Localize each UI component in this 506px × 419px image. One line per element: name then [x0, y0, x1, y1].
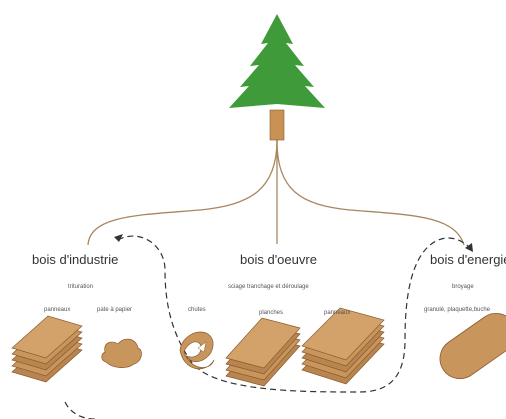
- category-title-energie: bois d'energie: [430, 252, 506, 267]
- arrowhead-energie: [465, 243, 473, 252]
- product-label-planches: planches: [259, 310, 284, 316]
- process-label-industrie: trituration: [68, 284, 94, 290]
- tree-foliage: [229, 14, 325, 108]
- product-label-granule: granulé, plaquette,buche: [424, 307, 491, 313]
- product-label-chutes: chutes: [188, 307, 206, 313]
- plank-stack-icon: [11, 315, 83, 383]
- pulp-icon: [101, 338, 142, 368]
- log-icon: [439, 312, 506, 380]
- process-label-oeuvre: sciage tranchage et déroulage: [228, 284, 309, 290]
- plank-stack-icon: [301, 307, 385, 385]
- dashed-flow-tail: [64, 401, 96, 419]
- dashed-flow-chutes-to-industrie: [117, 235, 471, 393]
- product-label-panneaux-oeuvre: panneaux: [324, 310, 351, 316]
- category-title-oeuvre: bois d'oeuvre: [240, 252, 317, 267]
- product-label-panneaux-industrie: panneaux: [44, 307, 71, 313]
- arrowhead-industrie: [114, 234, 123, 242]
- product-label-pate-a-papier: pate à papier: [97, 307, 133, 313]
- process-label-energie: broyage: [452, 284, 474, 290]
- connector-to-energie: [276, 139, 465, 246]
- offcut-icon: [179, 331, 215, 370]
- tree-icon: [229, 14, 325, 141]
- connector-to-industrie: [87, 139, 278, 246]
- plank-stack-icon: [225, 317, 301, 387]
- connector-lines: [87, 139, 465, 246]
- tree-trunk: [269, 109, 285, 141]
- category-title-industrie: bois d'industrie: [32, 252, 119, 267]
